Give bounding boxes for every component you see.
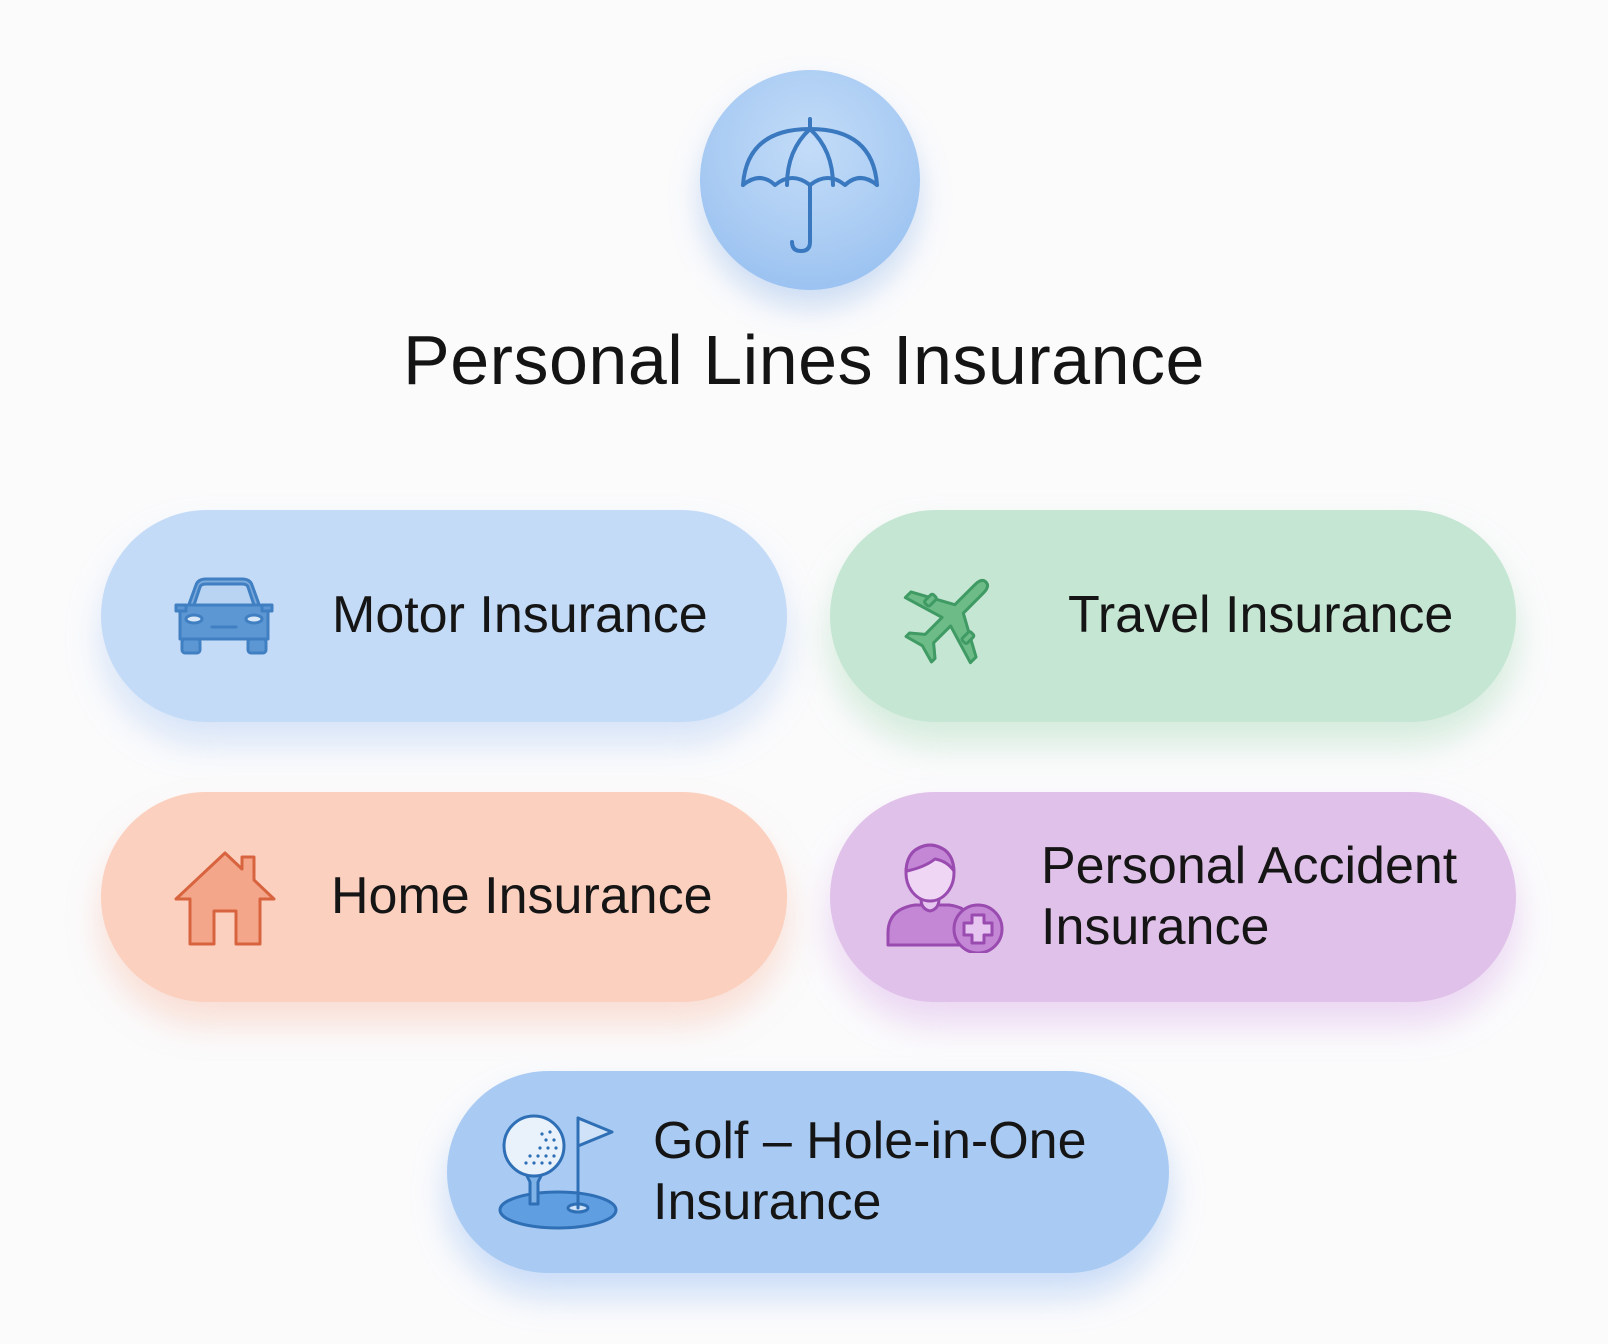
- airplane-icon: [902, 566, 1002, 666]
- category-accident: Personal Accident Insurance: [830, 792, 1516, 1002]
- golf-ball-flag-icon: [498, 1112, 618, 1232]
- category-home: Home Insurance: [101, 792, 787, 1002]
- category-accident-label-line1: Personal Accident: [1041, 836, 1458, 895]
- car-icon: [174, 566, 274, 666]
- category-accident-label: Personal Accident Insurance: [1041, 836, 1457, 959]
- category-golf-label: Golf – Hole-in-One Insurance: [653, 1111, 1087, 1234]
- category-motor: Motor Insurance: [101, 510, 787, 722]
- category-home-label: Home Insurance: [331, 867, 713, 926]
- person-medical-icon: [885, 841, 1005, 953]
- category-golf-label-line2: Insurance: [653, 1173, 882, 1231]
- category-golf-label-line1: Golf – Hole-in-One: [653, 1111, 1087, 1170]
- category-accident-label-line2: Insurance: [1041, 898, 1270, 956]
- page-title: Personal Lines Insurance: [403, 321, 1205, 399]
- category-motor-label: Motor Insurance: [332, 586, 708, 645]
- house-icon: [172, 847, 278, 947]
- category-golf: Golf – Hole-in-One Insurance: [447, 1071, 1169, 1273]
- category-travel: Travel Insurance: [830, 510, 1516, 722]
- hero-circle: [700, 70, 920, 290]
- umbrella-icon: [741, 117, 879, 253]
- category-travel-label: Travel Insurance: [1068, 586, 1454, 645]
